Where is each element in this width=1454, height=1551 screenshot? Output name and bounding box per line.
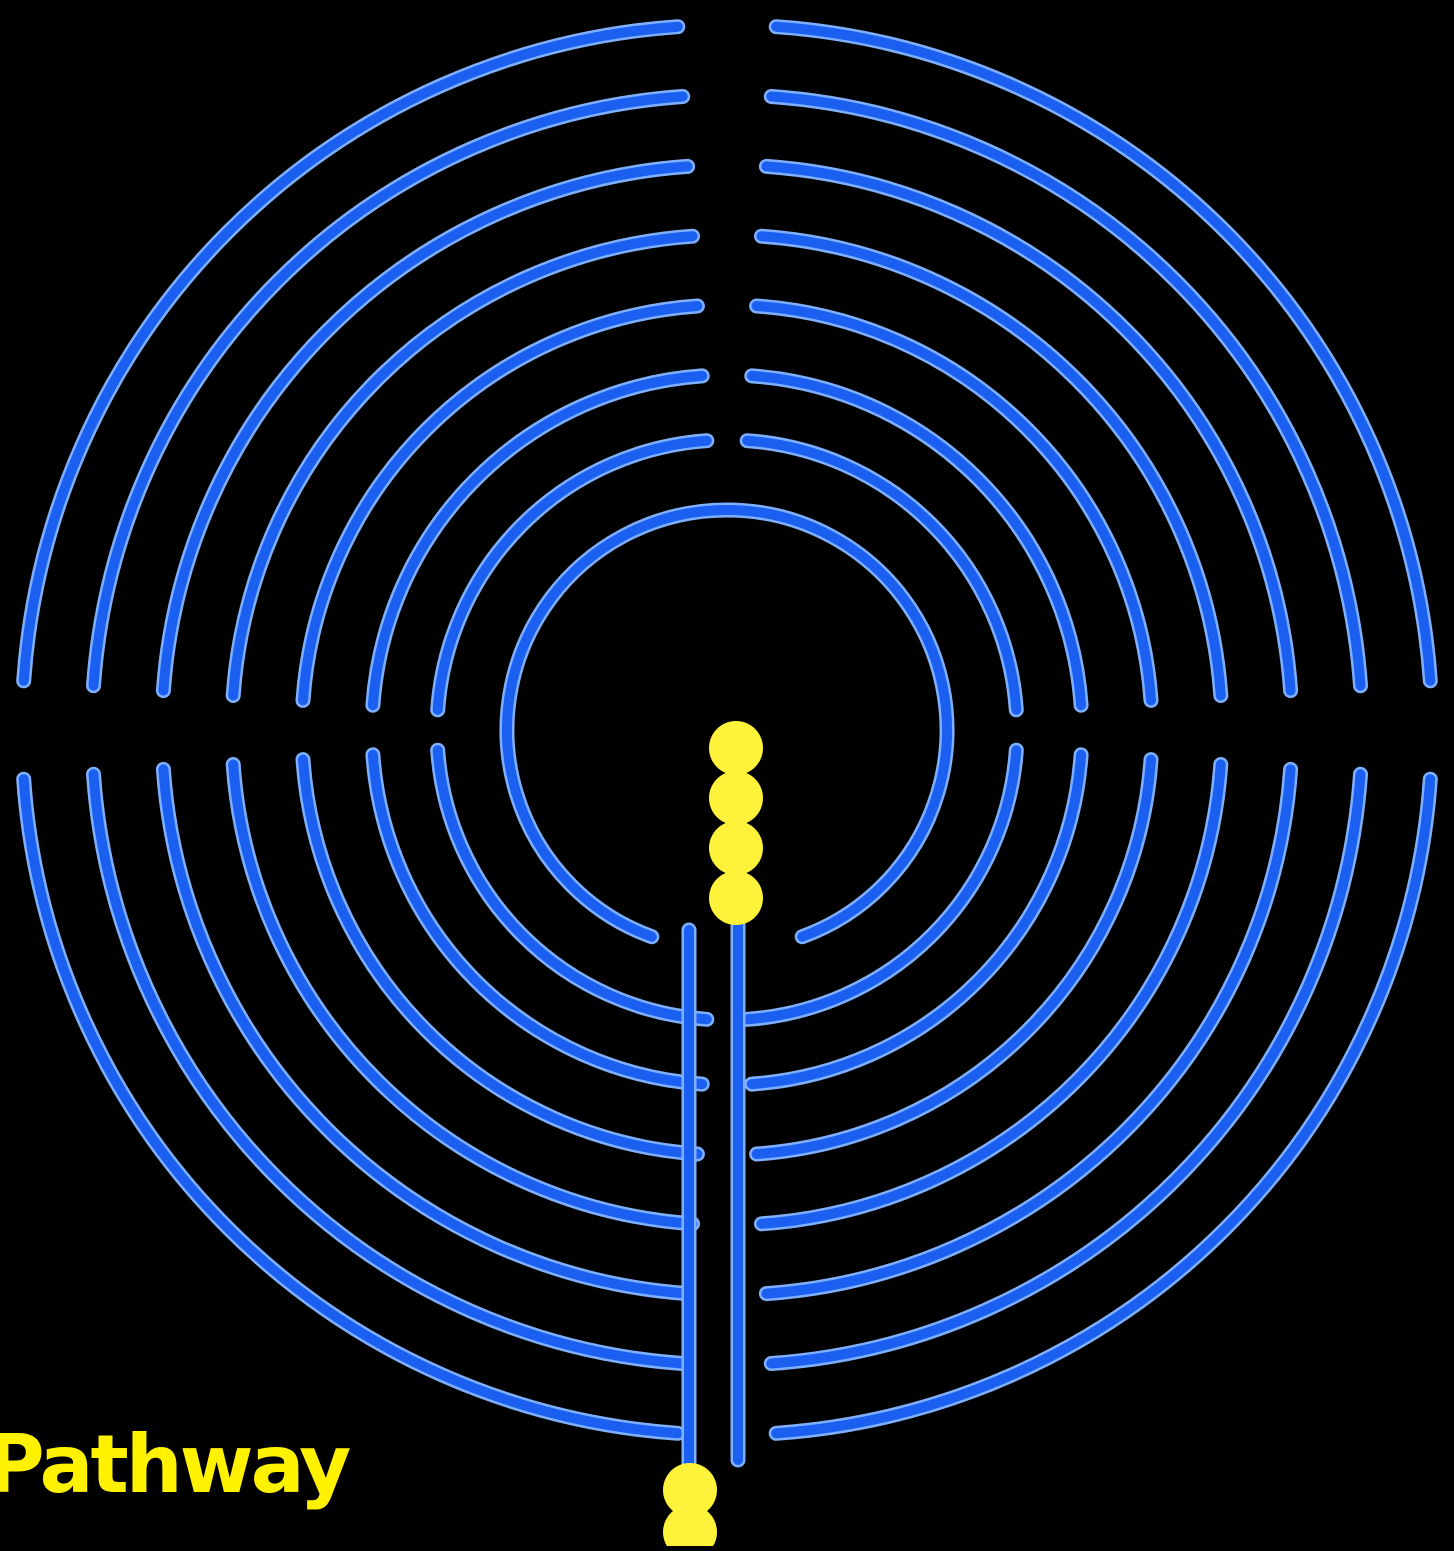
- wall-arc-ne-1-outline: [776, 27, 1430, 681]
- wall-arc-sw-1-outline: [24, 779, 678, 1433]
- entrance-path-marker: [663, 1505, 717, 1546]
- center-path-marker: [709, 721, 763, 775]
- wall-arc-sw-5: [303, 760, 697, 1154]
- center-path-marker: [709, 821, 763, 875]
- wall-arc-nw-1-outline: [24, 27, 678, 681]
- center-path-marker: [709, 771, 763, 825]
- wall-arc-ne-5: [757, 306, 1151, 700]
- center-path-marker: [709, 871, 763, 925]
- pathway-caption: Pathway: [0, 1425, 348, 1505]
- path-markers: [663, 721, 763, 1546]
- wall-arc-se-5: [757, 760, 1151, 1154]
- wall-arc-se-1-outline: [776, 779, 1430, 1433]
- wall-arc-nw-5: [303, 306, 697, 700]
